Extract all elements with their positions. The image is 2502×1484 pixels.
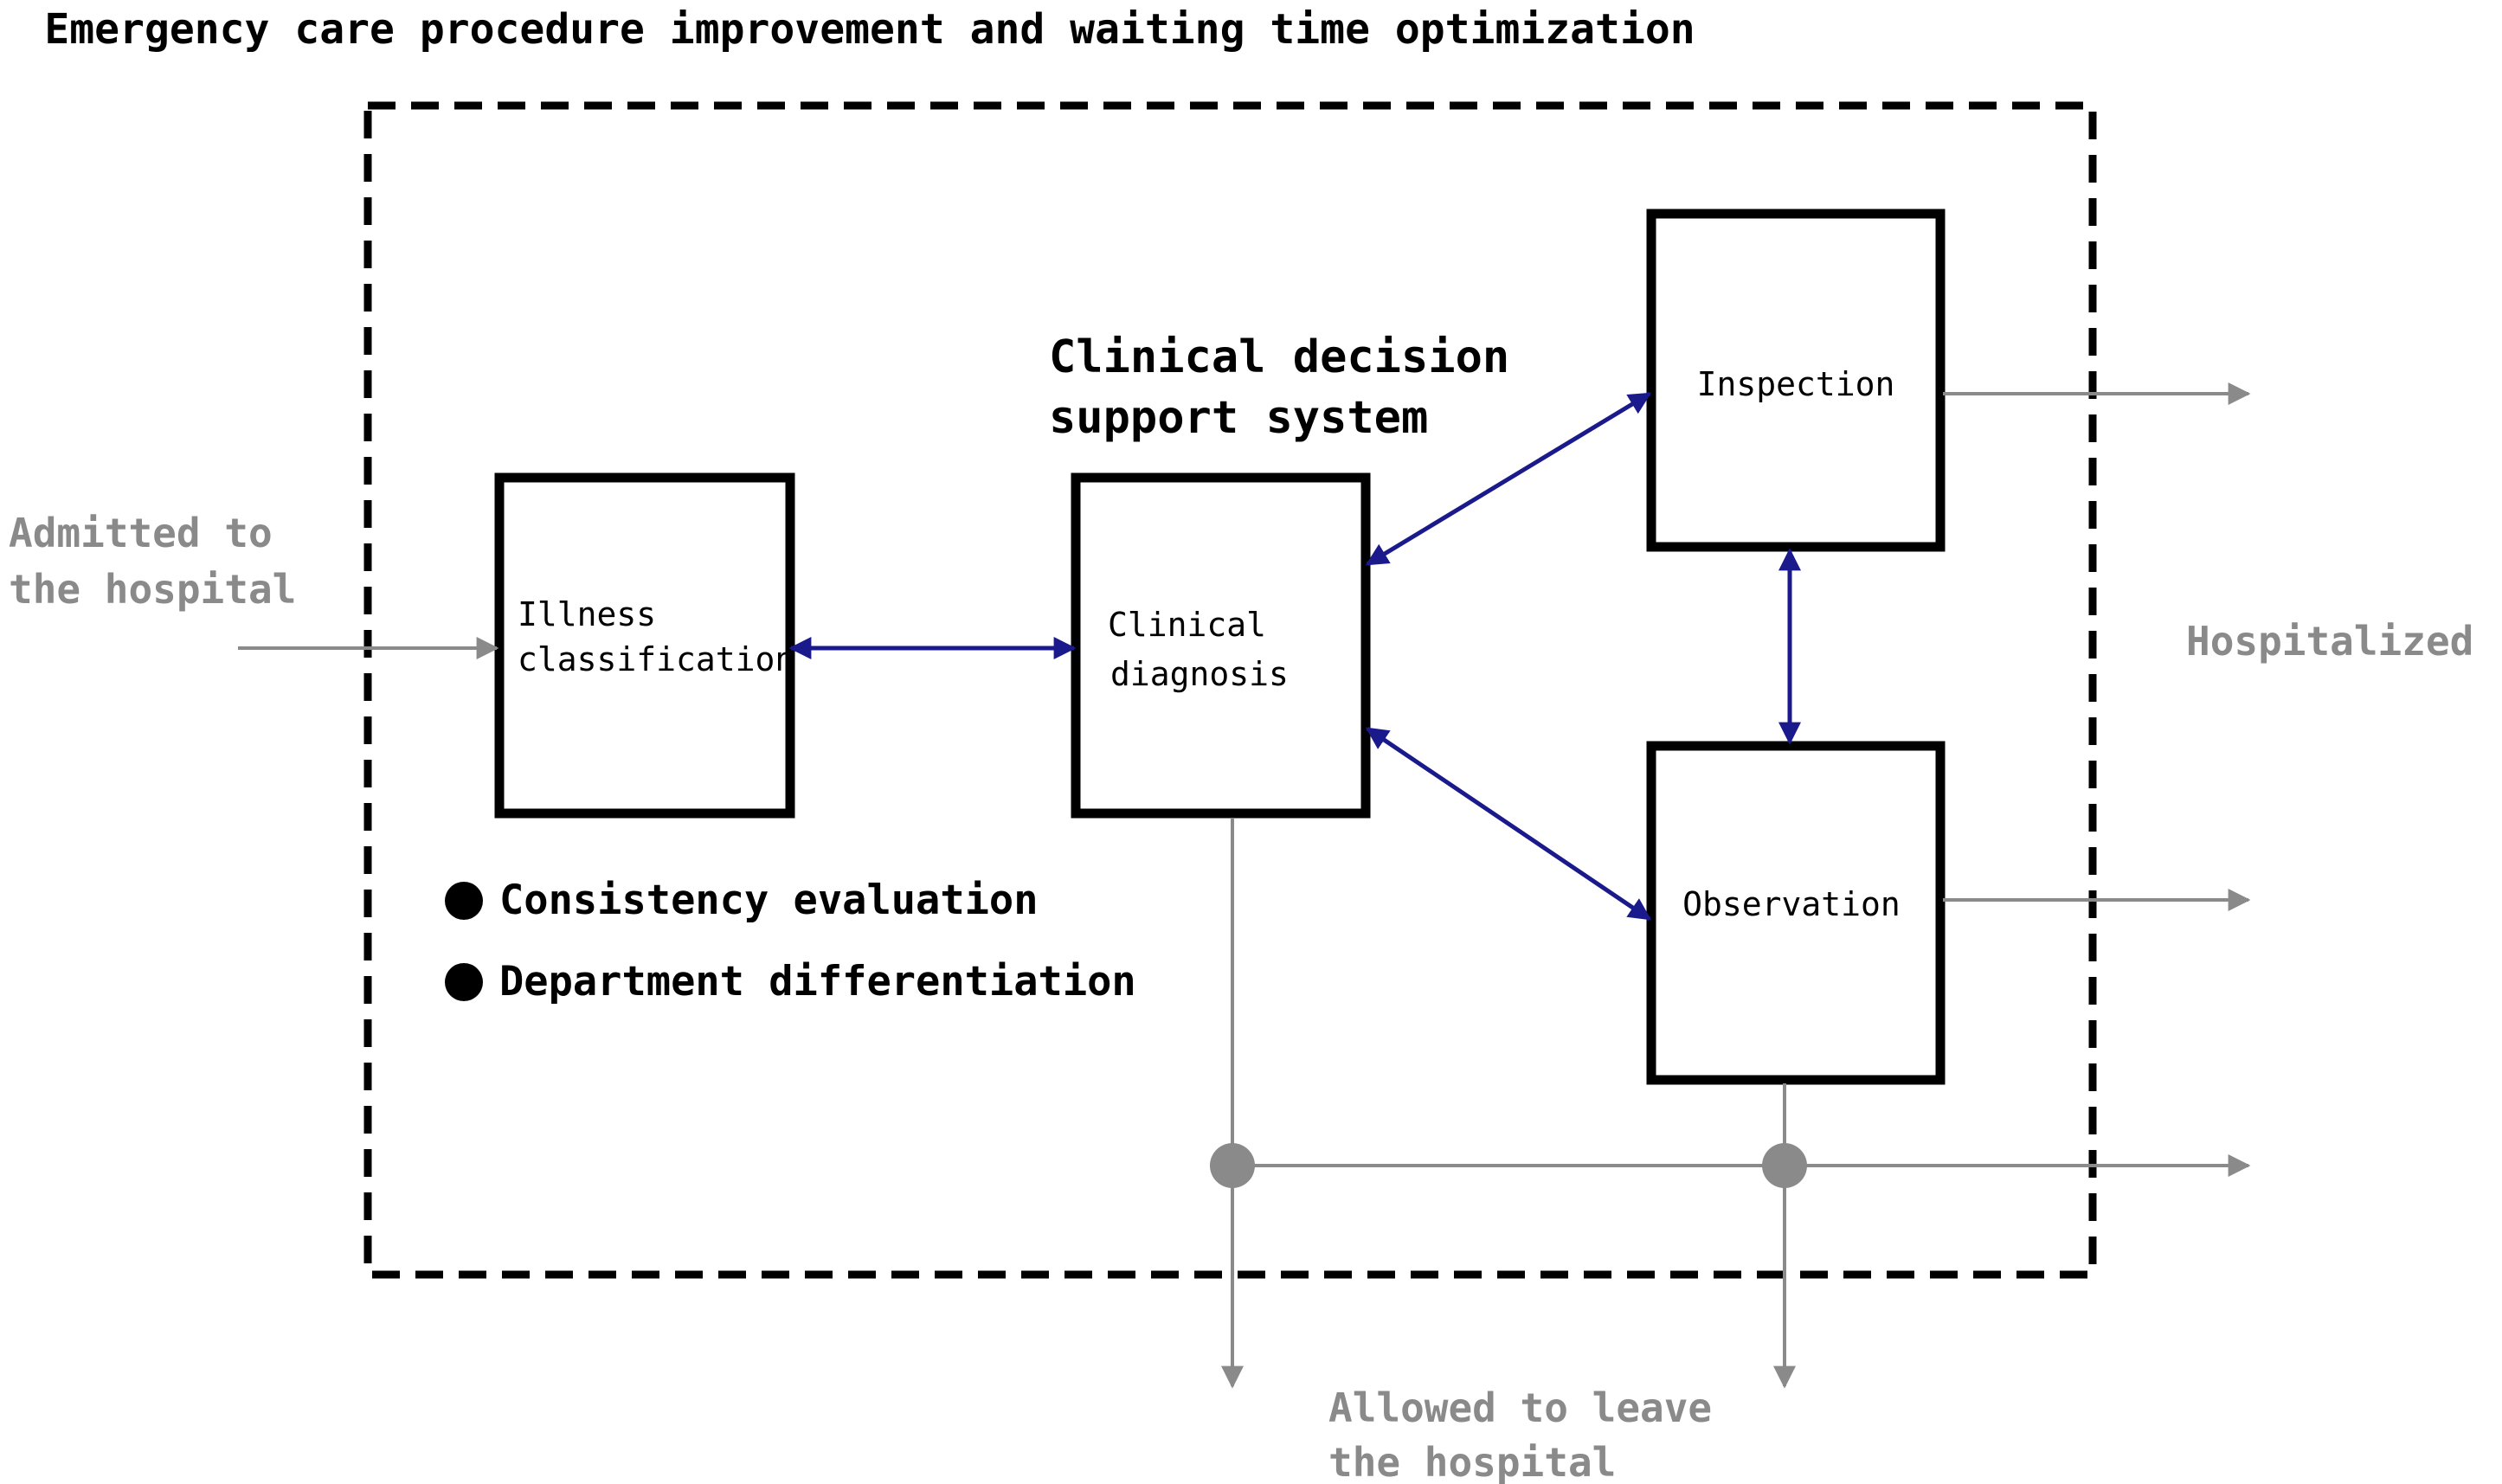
- diagnosis-inspection-arrow: [1365, 391, 1652, 567]
- diagram-title: Emergency care procedure improvement and…: [44, 5, 1695, 54]
- allowed-to-leave-label-line1: Allowed to leave: [1328, 1384, 1712, 1431]
- clinical-diagnosis-line2: diagnosis: [1110, 655, 1289, 693]
- junction-node-left: [1210, 1143, 1255, 1188]
- clinical-diagnosis-box: [1071, 472, 1371, 819]
- bullet-consistency-evaluation: Consistency evaluation: [499, 877, 1039, 924]
- inspection-label: Inspection: [1697, 365, 1895, 403]
- allowed-to-leave-label-line2: the hospital: [1328, 1439, 1616, 1484]
- inspection-box: [1646, 209, 1946, 552]
- junction-node-right: [1762, 1143, 1807, 1188]
- admitted-label-line1: Admitted to: [9, 510, 273, 556]
- illness-classification-line1: Illness: [518, 595, 656, 633]
- bullet-dot-department: [445, 963, 483, 1001]
- illness-classification-line2: classification: [518, 640, 794, 678]
- diagnosis-observation-arrow: [1365, 726, 1652, 922]
- admitted-label-line2: the hospital: [9, 566, 296, 613]
- bullet-department-differentiation: Department differentiation: [499, 958, 1136, 1005]
- system-label-line2: support system: [1049, 392, 1428, 444]
- observation-label: Observation: [1682, 885, 1901, 923]
- bullet-dot-consistency: [445, 882, 483, 920]
- clinical-diagnosis-line1: Clinical: [1108, 606, 1266, 644]
- hospitalized-label: Hospitalized: [2186, 618, 2473, 665]
- system-label-line1: Clinical decision: [1049, 331, 1509, 383]
- emergency-care-frame: [363, 101, 2097, 1279]
- illness-classification-box: [494, 472, 795, 819]
